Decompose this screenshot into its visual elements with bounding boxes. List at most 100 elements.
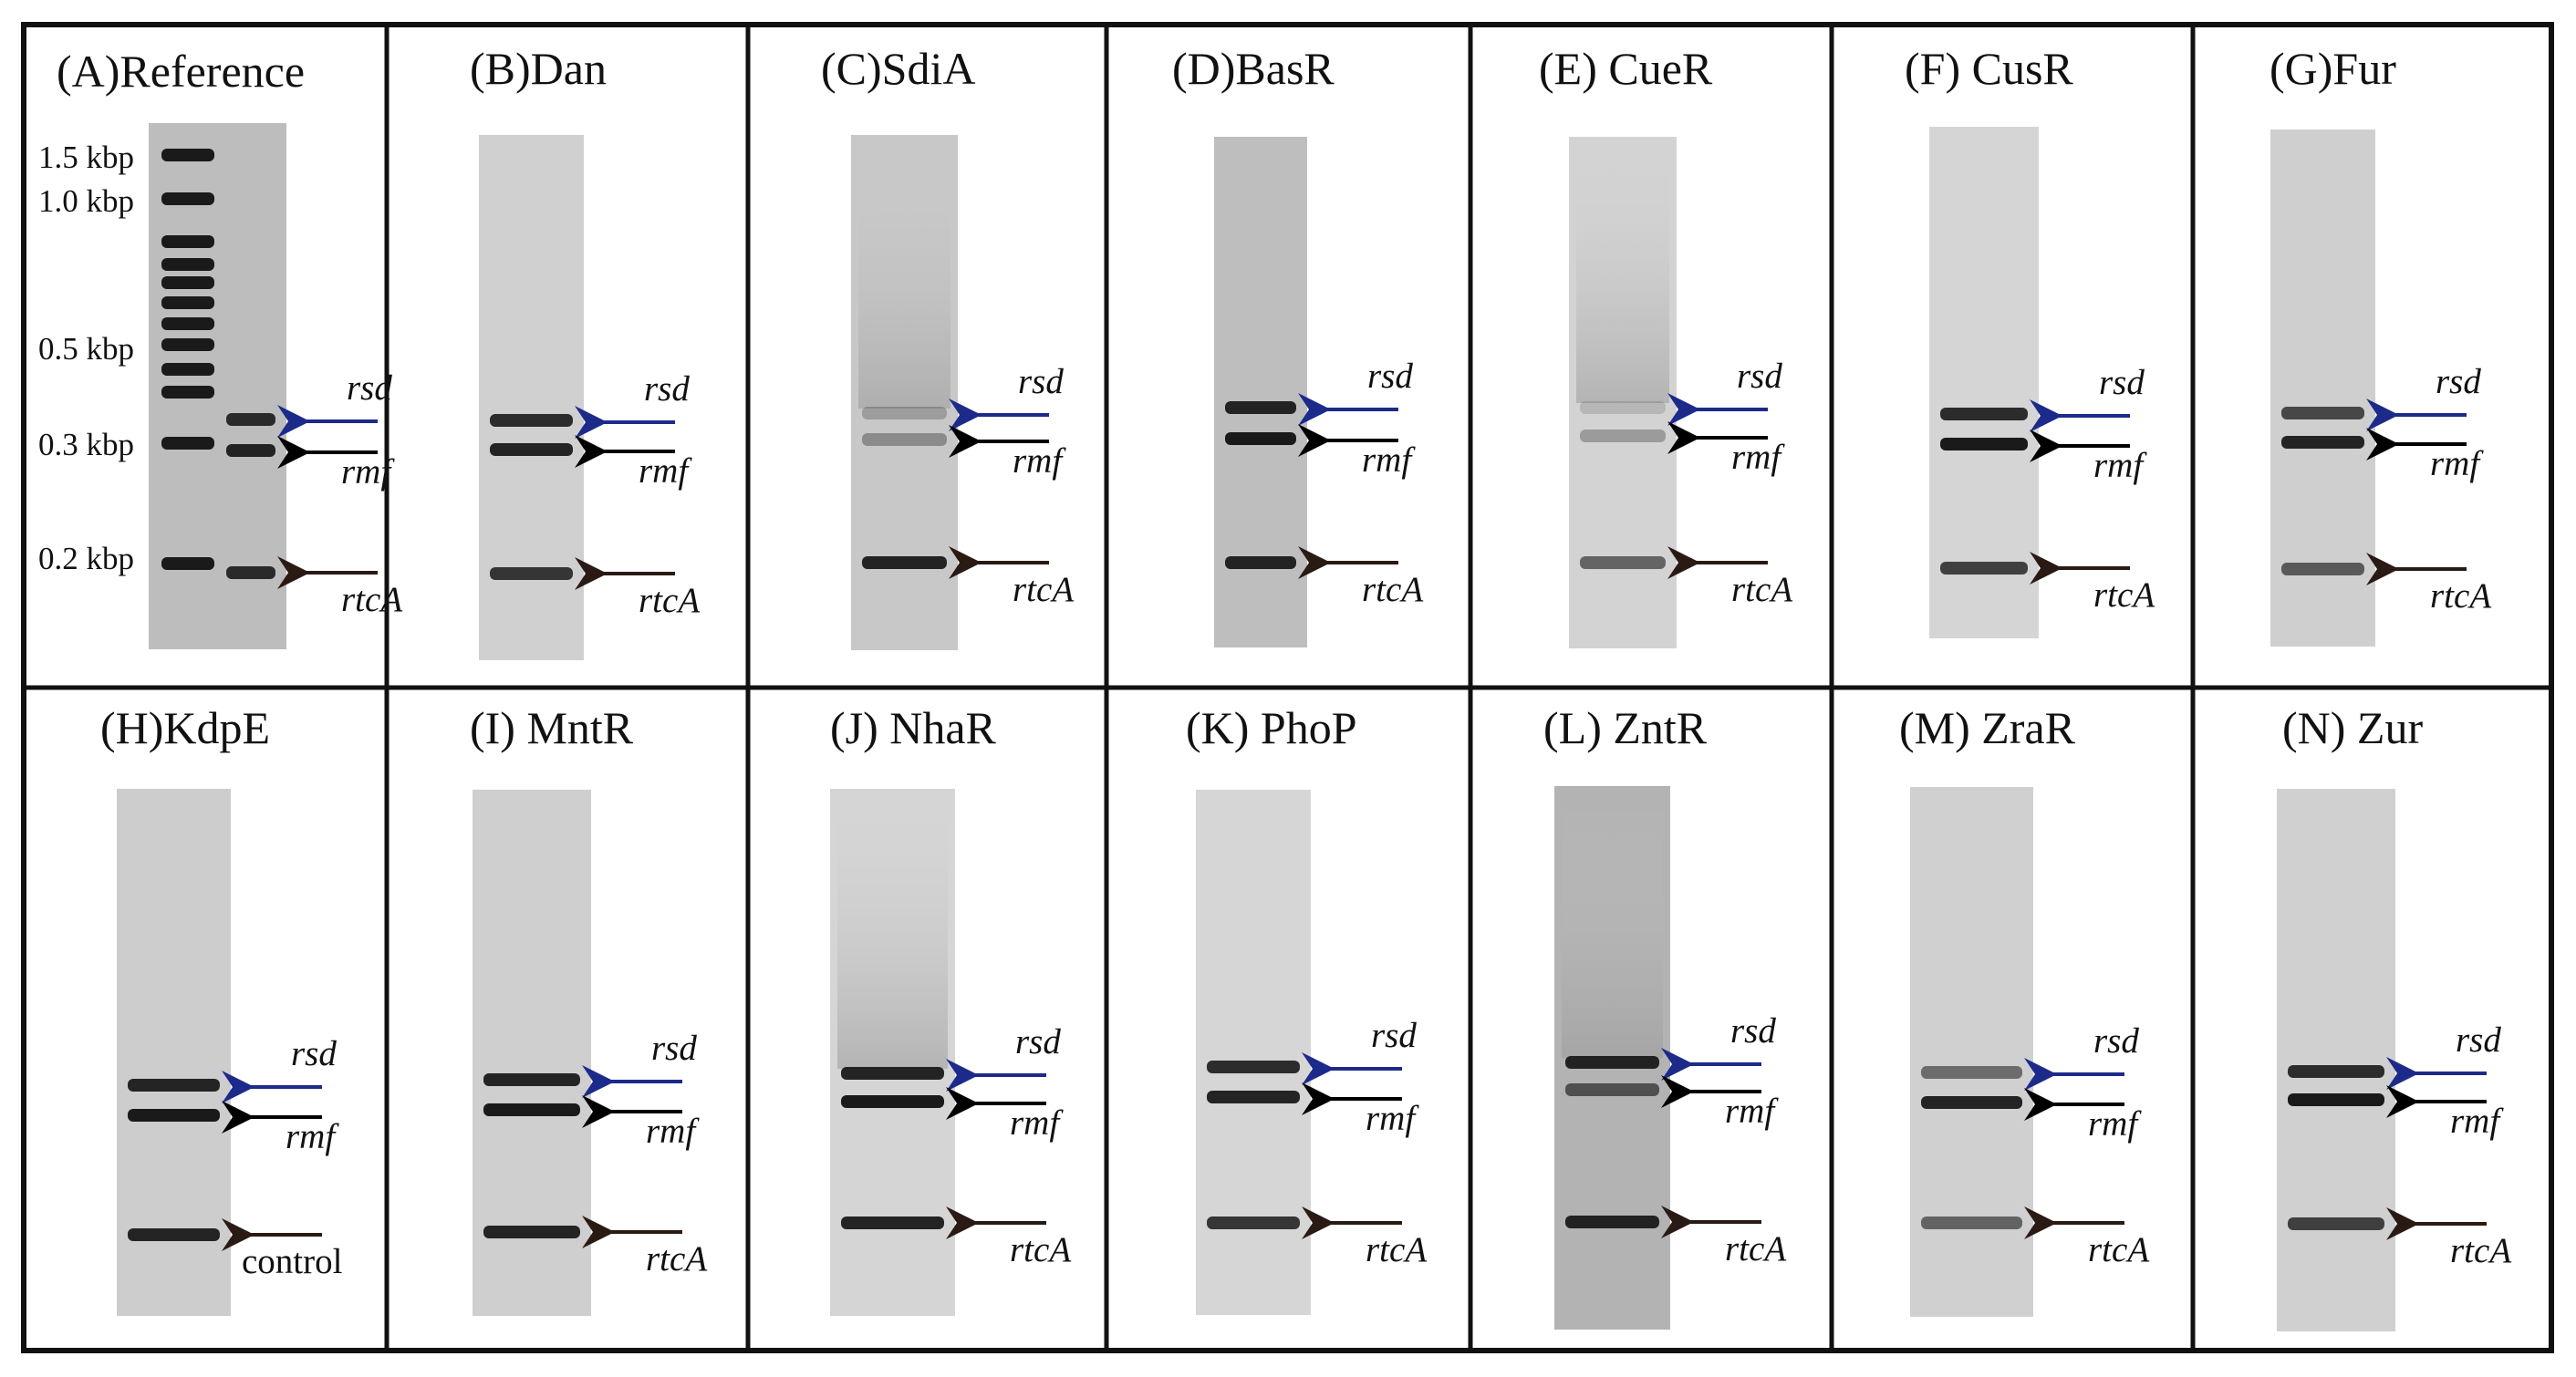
band-rmf <box>483 1103 580 1116</box>
panel-title: (L) ZntR <box>1543 702 1708 753</box>
band-rsd <box>1940 408 2028 420</box>
rmf-label: rmf <box>2430 444 2484 483</box>
ladder-band <box>161 437 214 450</box>
gel-lane-image <box>117 789 231 1316</box>
bottom-label: rtcA <box>1010 1230 1071 1269</box>
rmf-label: rmf <box>1010 1103 1064 1143</box>
bottom-label: rtcA <box>2088 1230 2149 1269</box>
bottom-label: rtcA <box>1013 570 1074 609</box>
gel-smear <box>1576 155 1669 403</box>
gel-lane-image <box>2277 789 2395 1331</box>
band-bottom <box>226 566 275 579</box>
band-bottom <box>2288 1217 2384 1230</box>
band-rsd <box>841 1067 944 1080</box>
ladder-band <box>161 317 214 330</box>
bottom-label: rtcA <box>1362 570 1423 609</box>
band-rmf <box>2288 1093 2384 1106</box>
band-rsd <box>490 414 573 427</box>
gel-lane-image <box>2270 129 2375 647</box>
rsd-label: rsd <box>291 1034 337 1073</box>
rmf-label: rmf <box>639 451 692 491</box>
ladder-band <box>161 296 214 309</box>
band-bottom <box>128 1228 220 1241</box>
gel-panel: (M) ZraR rsd rmf rtcA <box>1899 702 2149 1317</box>
panel-title: (F) CusR <box>1905 43 2073 94</box>
ladder-size-label: 1.0 kbp <box>38 183 134 219</box>
ladder-size-label: 0.5 kbp <box>38 331 134 367</box>
panel-title: (E) CueR <box>1539 43 1713 94</box>
ladder-size-label: 0.2 kbp <box>38 541 134 576</box>
band-rmf <box>490 443 573 456</box>
rmf-label: rmf <box>341 452 395 492</box>
rsd-label: rsd <box>1371 1016 1417 1055</box>
ladder-band <box>161 192 214 205</box>
rsd-label: rsd <box>2093 1021 2139 1061</box>
ladder-band <box>161 149 214 161</box>
gel-smear <box>837 807 948 1069</box>
panel-title: (I) MntR <box>470 702 634 753</box>
band-rsd <box>1207 1061 1300 1073</box>
gel-panel: (C)SdiA rsd rmf rtcA <box>821 43 1074 650</box>
band-bottom <box>1921 1217 2022 1229</box>
bottom-label: rtcA <box>2093 575 2155 615</box>
band-bottom <box>1225 556 1296 569</box>
rmf-label: rmf <box>2450 1102 2504 1141</box>
gel-lane-image <box>1214 137 1307 647</box>
rmf-label: rmf <box>1362 440 1416 480</box>
bottom-label: rtcA <box>341 580 402 619</box>
rsd-label: rsd <box>1737 357 1782 396</box>
rsd-label: rsd <box>1015 1022 1061 1061</box>
bottom-label: rtcA <box>2430 576 2491 616</box>
bottom-label: rtcA <box>2450 1231 2511 1270</box>
band-rmf <box>1207 1091 1300 1103</box>
column-dividers <box>384 25 2196 1351</box>
band-rmf <box>1940 438 2028 450</box>
rsd-label: rsd <box>2436 362 2481 401</box>
panel-title: (G)Fur <box>2270 43 2396 94</box>
panel-title: (M) ZraR <box>1899 702 2076 753</box>
band-bottom <box>1207 1217 1300 1229</box>
ladder-band <box>161 338 214 351</box>
band-rsd <box>862 407 947 419</box>
rsd-label: rsd <box>2456 1020 2501 1060</box>
gel-panel: (D)BasR rsd rmf rtcA <box>1172 43 1423 647</box>
panel-title: (C)SdiA <box>821 43 975 94</box>
rmf-label: rmf <box>2088 1104 2142 1144</box>
band-rmf <box>226 444 275 457</box>
rmf-label: rmf <box>286 1117 339 1156</box>
rmf-label: rmf <box>1013 441 1066 481</box>
ladder-band <box>161 276 214 289</box>
rsd-label: rsd <box>1018 362 1064 401</box>
band-rsd <box>226 413 275 426</box>
panel-title: (J) NhaR <box>830 702 997 753</box>
band-rmf <box>1225 432 1296 445</box>
gel-panel: (G)Fur rsd rmf rtcA <box>2270 43 2491 647</box>
gel-lane-image <box>1929 127 2039 638</box>
ladder-band <box>161 258 214 271</box>
bottom-label: rtcA <box>1366 1230 1427 1269</box>
band-rsd <box>128 1079 220 1092</box>
rsd-label: rsd <box>1367 357 1413 396</box>
band-rmf <box>1580 430 1666 442</box>
rsd-label: rsd <box>1730 1011 1776 1051</box>
band-bottom <box>1565 1216 1659 1228</box>
rmf-label: rmf <box>1731 438 1785 477</box>
band-rmf <box>862 433 947 446</box>
panel-title: (D)BasR <box>1172 43 1335 94</box>
gel-smear <box>1562 804 1663 1058</box>
rsd-label: rsd <box>644 369 690 409</box>
band-rsd <box>1225 401 1296 414</box>
rsd-label: rsd <box>347 368 392 408</box>
ladder-band <box>161 235 214 248</box>
ladder-band <box>161 363 214 376</box>
gel-lane-image <box>1196 790 1311 1315</box>
